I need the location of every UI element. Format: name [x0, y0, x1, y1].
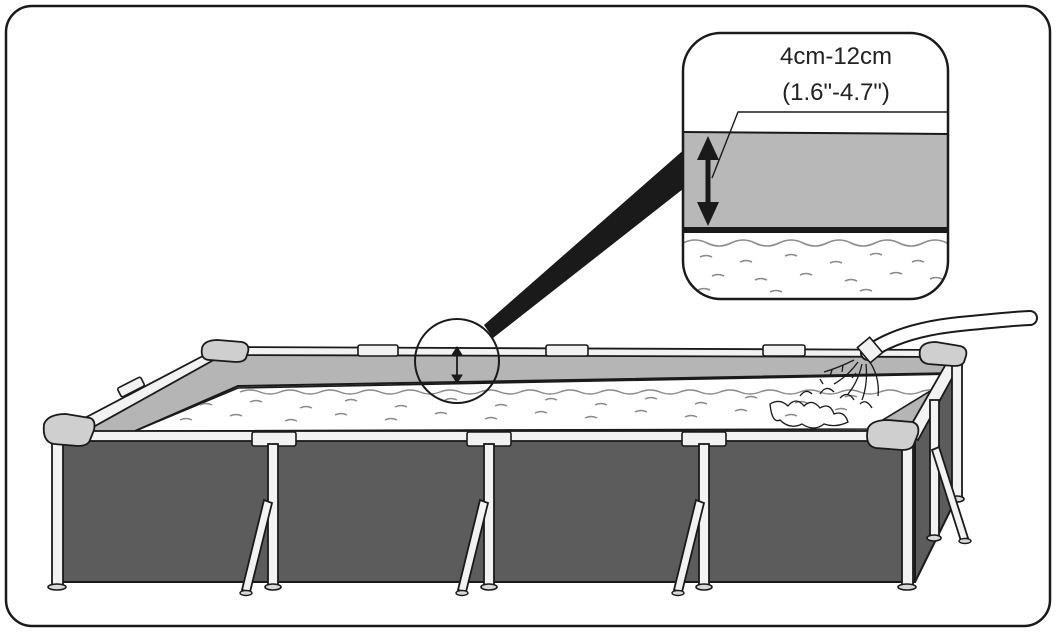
- depth-arrow-icon: [451, 346, 463, 384]
- front-rail-brackets: [251, 431, 727, 447]
- corner-joints: [42, 339, 968, 451]
- pool: [42, 339, 972, 597]
- rim-inner-edge: [134, 372, 959, 432]
- leg-feet: [47, 495, 965, 591]
- magnifier-circle: [414, 318, 500, 404]
- measurement-cm-label: 4cm-12cm: [780, 43, 892, 70]
- measurement-inch-label: (1.6"-4.7"): [782, 79, 890, 106]
- back-rail-brackets: [117, 344, 806, 398]
- hose: [856, 310, 1038, 364]
- water-ripples: [179, 389, 958, 422]
- water-splash: [769, 359, 879, 429]
- callout-connector: [484, 133, 720, 338]
- zoom-panel: [681, 31, 950, 301]
